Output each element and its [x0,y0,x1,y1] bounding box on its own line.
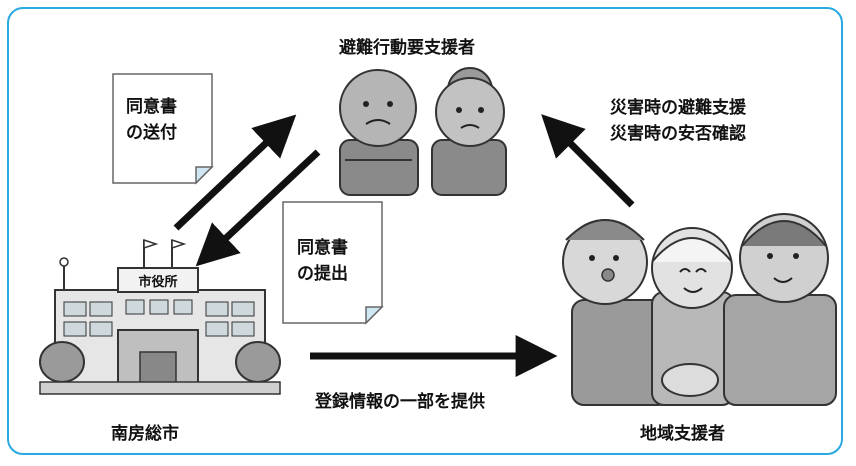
diagram-frame [7,7,843,455]
consent-submit-text-line2: の提出 [297,264,348,284]
consent-send-text-line2: の送付 [126,123,177,143]
city-hall-illustration [39,238,281,395]
consent-submit-text-line1: 同意書 [297,238,348,258]
info-provide-label: 登録情報の一部を提供 [315,392,485,412]
consent-send-text-line1: 同意書 [126,97,177,117]
support-text-line1: 災害時の避難支援 [610,98,746,118]
arrow-consent-send [173,114,297,231]
arrow-consent-submit [195,149,321,267]
consent-form-submit-document [282,201,384,325]
node-label-city: 南房総市 [111,424,179,444]
consent-form-send-document [112,73,214,185]
support-text-line2: 災害時の安否確認 [610,124,746,144]
arrow-disaster-support [541,114,635,208]
node-label-community-supporters: 地域支援者 [640,424,725,444]
community-supporters-illustration [562,213,837,406]
elderly-woman-illustration [431,67,507,196]
elderly-man-illustration [339,69,419,196]
node-label-persons-needing-support: 避難行動要支援者 [339,38,475,58]
city-hall-sign: 市役所 [138,274,177,290]
